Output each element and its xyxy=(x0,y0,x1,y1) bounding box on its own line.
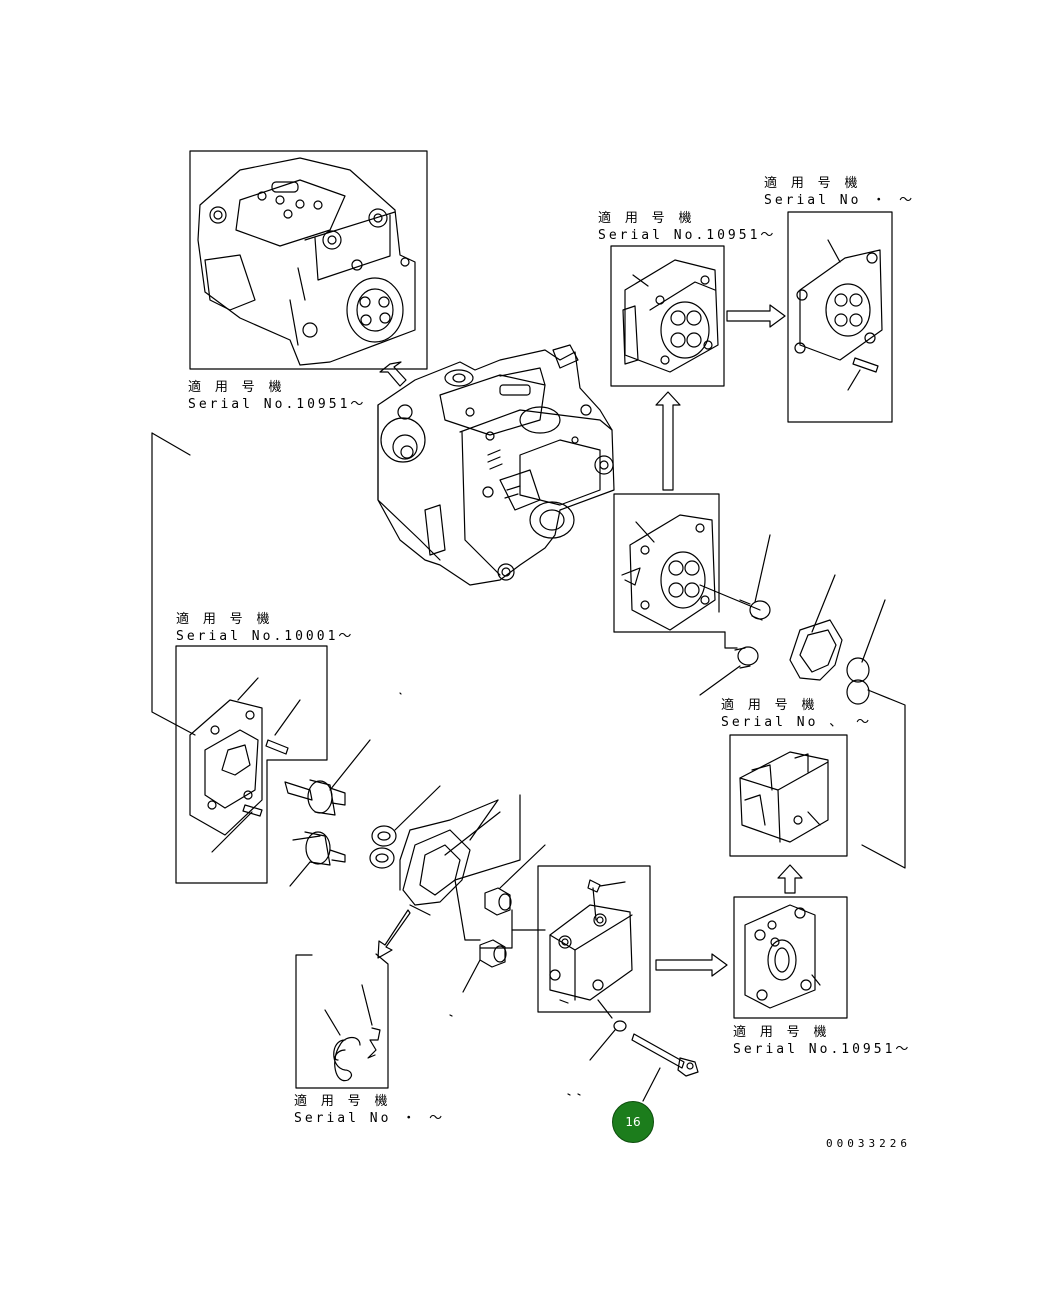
bushings-center xyxy=(462,844,546,993)
serial-number-label: Serial No 、 ～ xyxy=(721,715,873,730)
gear-shafts xyxy=(284,739,371,887)
label-middle-left: 適 用 号 機 Serial No.10001～ xyxy=(176,611,354,645)
arrow-down-left xyxy=(377,909,411,959)
label-top-left: 適 用 号 機 Serial No.10951～ xyxy=(188,379,366,413)
inset-port-plate-bottom-right xyxy=(733,896,848,1019)
arrow-up-left xyxy=(379,361,407,387)
applicable-model-label: 適 用 号 機 xyxy=(764,176,861,191)
serial-number-label: Serial No ・ ～ xyxy=(764,193,916,208)
serial-number-label: Serial No ・ ～ xyxy=(294,1111,446,1126)
label-top-right: 適 用 号 機 Serial No ・ ～ xyxy=(764,175,915,209)
document-number: 00033226 xyxy=(826,1137,911,1150)
callout-number: 16 xyxy=(625,1115,641,1129)
inset-front-plate-middle-left xyxy=(175,645,328,884)
serial-number-label: Serial No.10951～ xyxy=(733,1042,912,1057)
bolt-and-washer xyxy=(589,1020,699,1102)
leader-line-left xyxy=(151,432,196,736)
part-callout-16[interactable]: 16 xyxy=(612,1101,654,1143)
serial-number-label: Serial No.10001～ xyxy=(176,629,355,644)
serial-number-label: Serial No.10951～ xyxy=(188,397,367,412)
applicable-model-label: 適 用 号 機 xyxy=(176,612,273,627)
arrow-up-middle xyxy=(655,391,681,491)
label-bottom-right: 適 用 号 機 Serial No.10951～ xyxy=(733,1024,911,1058)
bushings-and-gaskets-right xyxy=(699,534,906,869)
label-top-middle: 適 用 号 機 Serial No.10951～ xyxy=(598,210,776,244)
serial-number-label: Serial No.10951～ xyxy=(598,228,777,243)
applicable-model-label: 適 用 号 機 xyxy=(188,380,285,395)
inset-port-plate-top-right xyxy=(787,211,893,423)
arrow-up-right xyxy=(777,864,803,894)
inset-port-plate-top-middle xyxy=(610,245,725,387)
port-plate-middle-right xyxy=(613,493,726,633)
label-middle-right: 適 用 号 機 Serial No 、 ～ xyxy=(721,697,872,731)
applicable-model-label: 適 用 号 機 xyxy=(598,211,695,226)
applicable-model-label: 適 用 号 機 xyxy=(721,698,818,713)
tick-marks xyxy=(399,692,581,1096)
applicable-model-label: 適 用 号 機 xyxy=(733,1025,830,1040)
label-bottom-left: 適 用 号 機 Serial No ・ ～ xyxy=(294,1093,445,1127)
arrow-right-top xyxy=(726,304,786,328)
inset-pump-assembly-top-left xyxy=(189,150,428,370)
applicable-model-label: 適 用 号 機 xyxy=(294,1094,391,1109)
rear-cover-bottom-middle xyxy=(537,865,651,1019)
arrow-right-bottom xyxy=(655,953,728,977)
inset-snap-ring-bottom-left xyxy=(295,953,389,1089)
main-pump-body xyxy=(377,344,615,586)
inset-valve-block-middle-right xyxy=(729,734,848,857)
seals-center xyxy=(369,785,546,949)
